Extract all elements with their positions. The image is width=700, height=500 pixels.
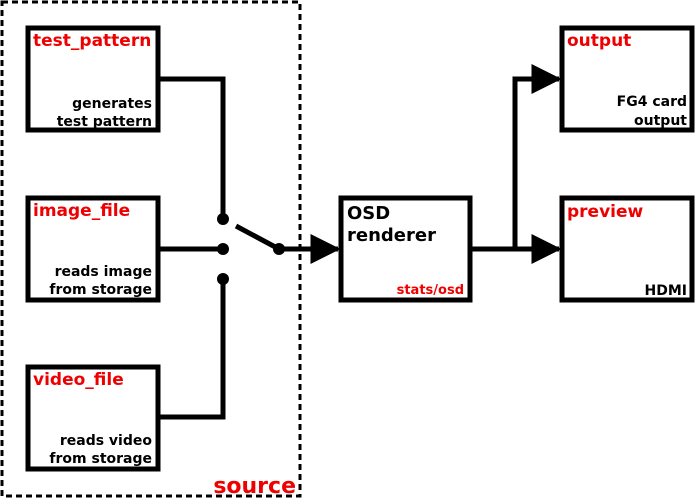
video-file-wire: [158, 279, 226, 420]
video-file-desc-line-2: from storage: [49, 451, 152, 467]
osd-renderer-sub: stats/osd: [397, 283, 464, 298]
switch-contact-test-pattern: [217, 213, 229, 225]
osd-renderer-block: OSD renderer stats/osd: [338, 195, 473, 303]
preview-block: preview HDMI: [559, 195, 695, 303]
video-file-title: video_file: [33, 370, 124, 390]
image-file-block: image_file reads image from storage: [25, 195, 161, 303]
switch-contact-video-file: [217, 273, 229, 285]
output-title: output: [567, 31, 631, 51]
osd-renderer-title-line-1: OSD: [347, 203, 390, 224]
renderer-to-output-arrow: [512, 64, 562, 249]
test-pattern-block: test_pattern generates test pattern: [25, 25, 161, 133]
video-file-desc-line-1: reads video: [60, 433, 153, 449]
preview-title: preview: [567, 202, 644, 222]
image-file-desc-line-1: reads image: [55, 264, 152, 280]
output-desc-line-2: output: [634, 113, 687, 129]
output-block: output FG4 card output: [559, 25, 695, 133]
switch-contact-image-file: [217, 243, 229, 255]
image-file-title: image_file: [33, 201, 130, 221]
image-file-desc-line-2: from storage: [49, 282, 152, 298]
test-pattern-title: test_pattern: [33, 31, 151, 51]
test-pattern-desc-line-1: generates: [72, 96, 152, 112]
source-group-label: source: [213, 474, 296, 499]
osd-renderer-title-line-2: renderer: [347, 225, 436, 246]
test-pattern-wire: [158, 76, 226, 219]
video-file-block: video_file reads video from storage: [25, 364, 161, 472]
output-desc-line-1: FG4 card: [617, 94, 687, 110]
preview-desc-line-1: HDMI: [645, 283, 687, 299]
switch-lever: [234, 223, 281, 252]
test-pattern-desc-line-2: test pattern: [57, 114, 152, 130]
